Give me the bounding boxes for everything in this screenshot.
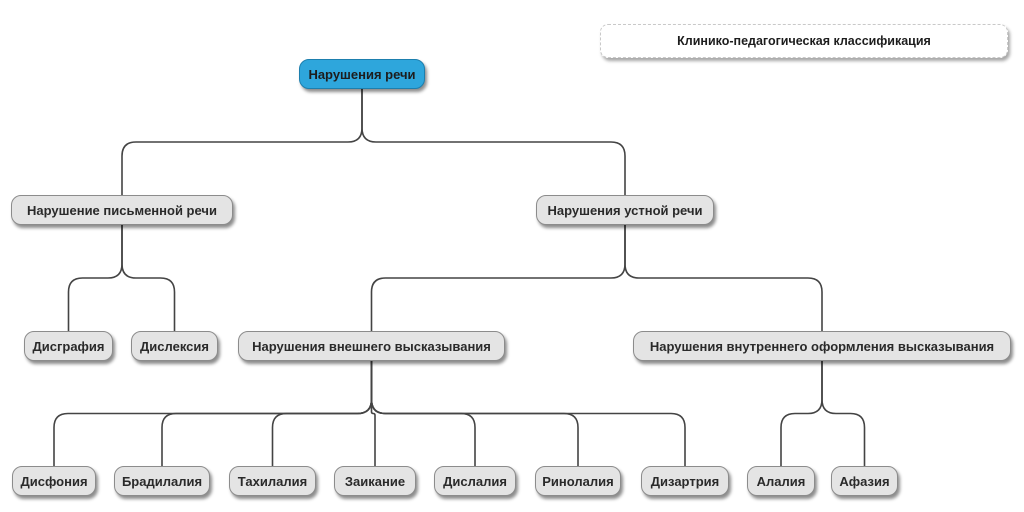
connector-external-tachylalia: [271, 361, 373, 466]
classification-legend: Клинико-педагогическая классификация: [600, 24, 1008, 58]
node-internal-utterance-disorders[interactable]: Нарушения внутреннего оформления высказы…: [633, 331, 1011, 361]
node-stuttering[interactable]: Заикание: [334, 466, 416, 496]
node-aphasia[interactable]: Афазия: [831, 466, 898, 496]
node-external-utterance-disorders[interactable]: Нарушения внешнего высказывания: [238, 331, 505, 361]
connector-written-dyslexia: [121, 225, 176, 331]
connector-oral-internal: [624, 225, 823, 331]
connector-written-dysgraphia: [67, 225, 123, 331]
connector-internal-alalia: [780, 361, 823, 466]
node-dysphonia[interactable]: Дисфония: [12, 466, 96, 496]
connector-external-dysarthria: [370, 361, 686, 466]
connector-root-oral: [361, 89, 626, 195]
node-tachylalia[interactable]: Тахилалия: [229, 466, 316, 496]
connector-root-written: [121, 89, 363, 195]
node-speech-disorders[interactable]: Нарушения речи: [299, 59, 425, 89]
connector-oral-external: [370, 225, 626, 331]
connector-external-stuttering: [370, 361, 376, 466]
node-bradylalia[interactable]: Брадилалия: [114, 466, 210, 496]
node-alalia[interactable]: Алалия: [747, 466, 815, 496]
node-dyslalia[interactable]: Дислалия: [434, 466, 516, 496]
node-written-speech-disorder[interactable]: Нарушение письменной речи: [11, 195, 233, 225]
node-dysarthria[interactable]: Дизартрия: [641, 466, 729, 496]
node-dysgraphia[interactable]: Дисграфия: [24, 331, 113, 361]
node-dyslexia[interactable]: Дислексия: [131, 331, 218, 361]
node-rhinolalia[interactable]: Ринолалия: [535, 466, 621, 496]
connector-internal-aphasia: [821, 361, 866, 466]
node-oral-speech-disorders[interactable]: Нарушения устной речи: [536, 195, 714, 225]
